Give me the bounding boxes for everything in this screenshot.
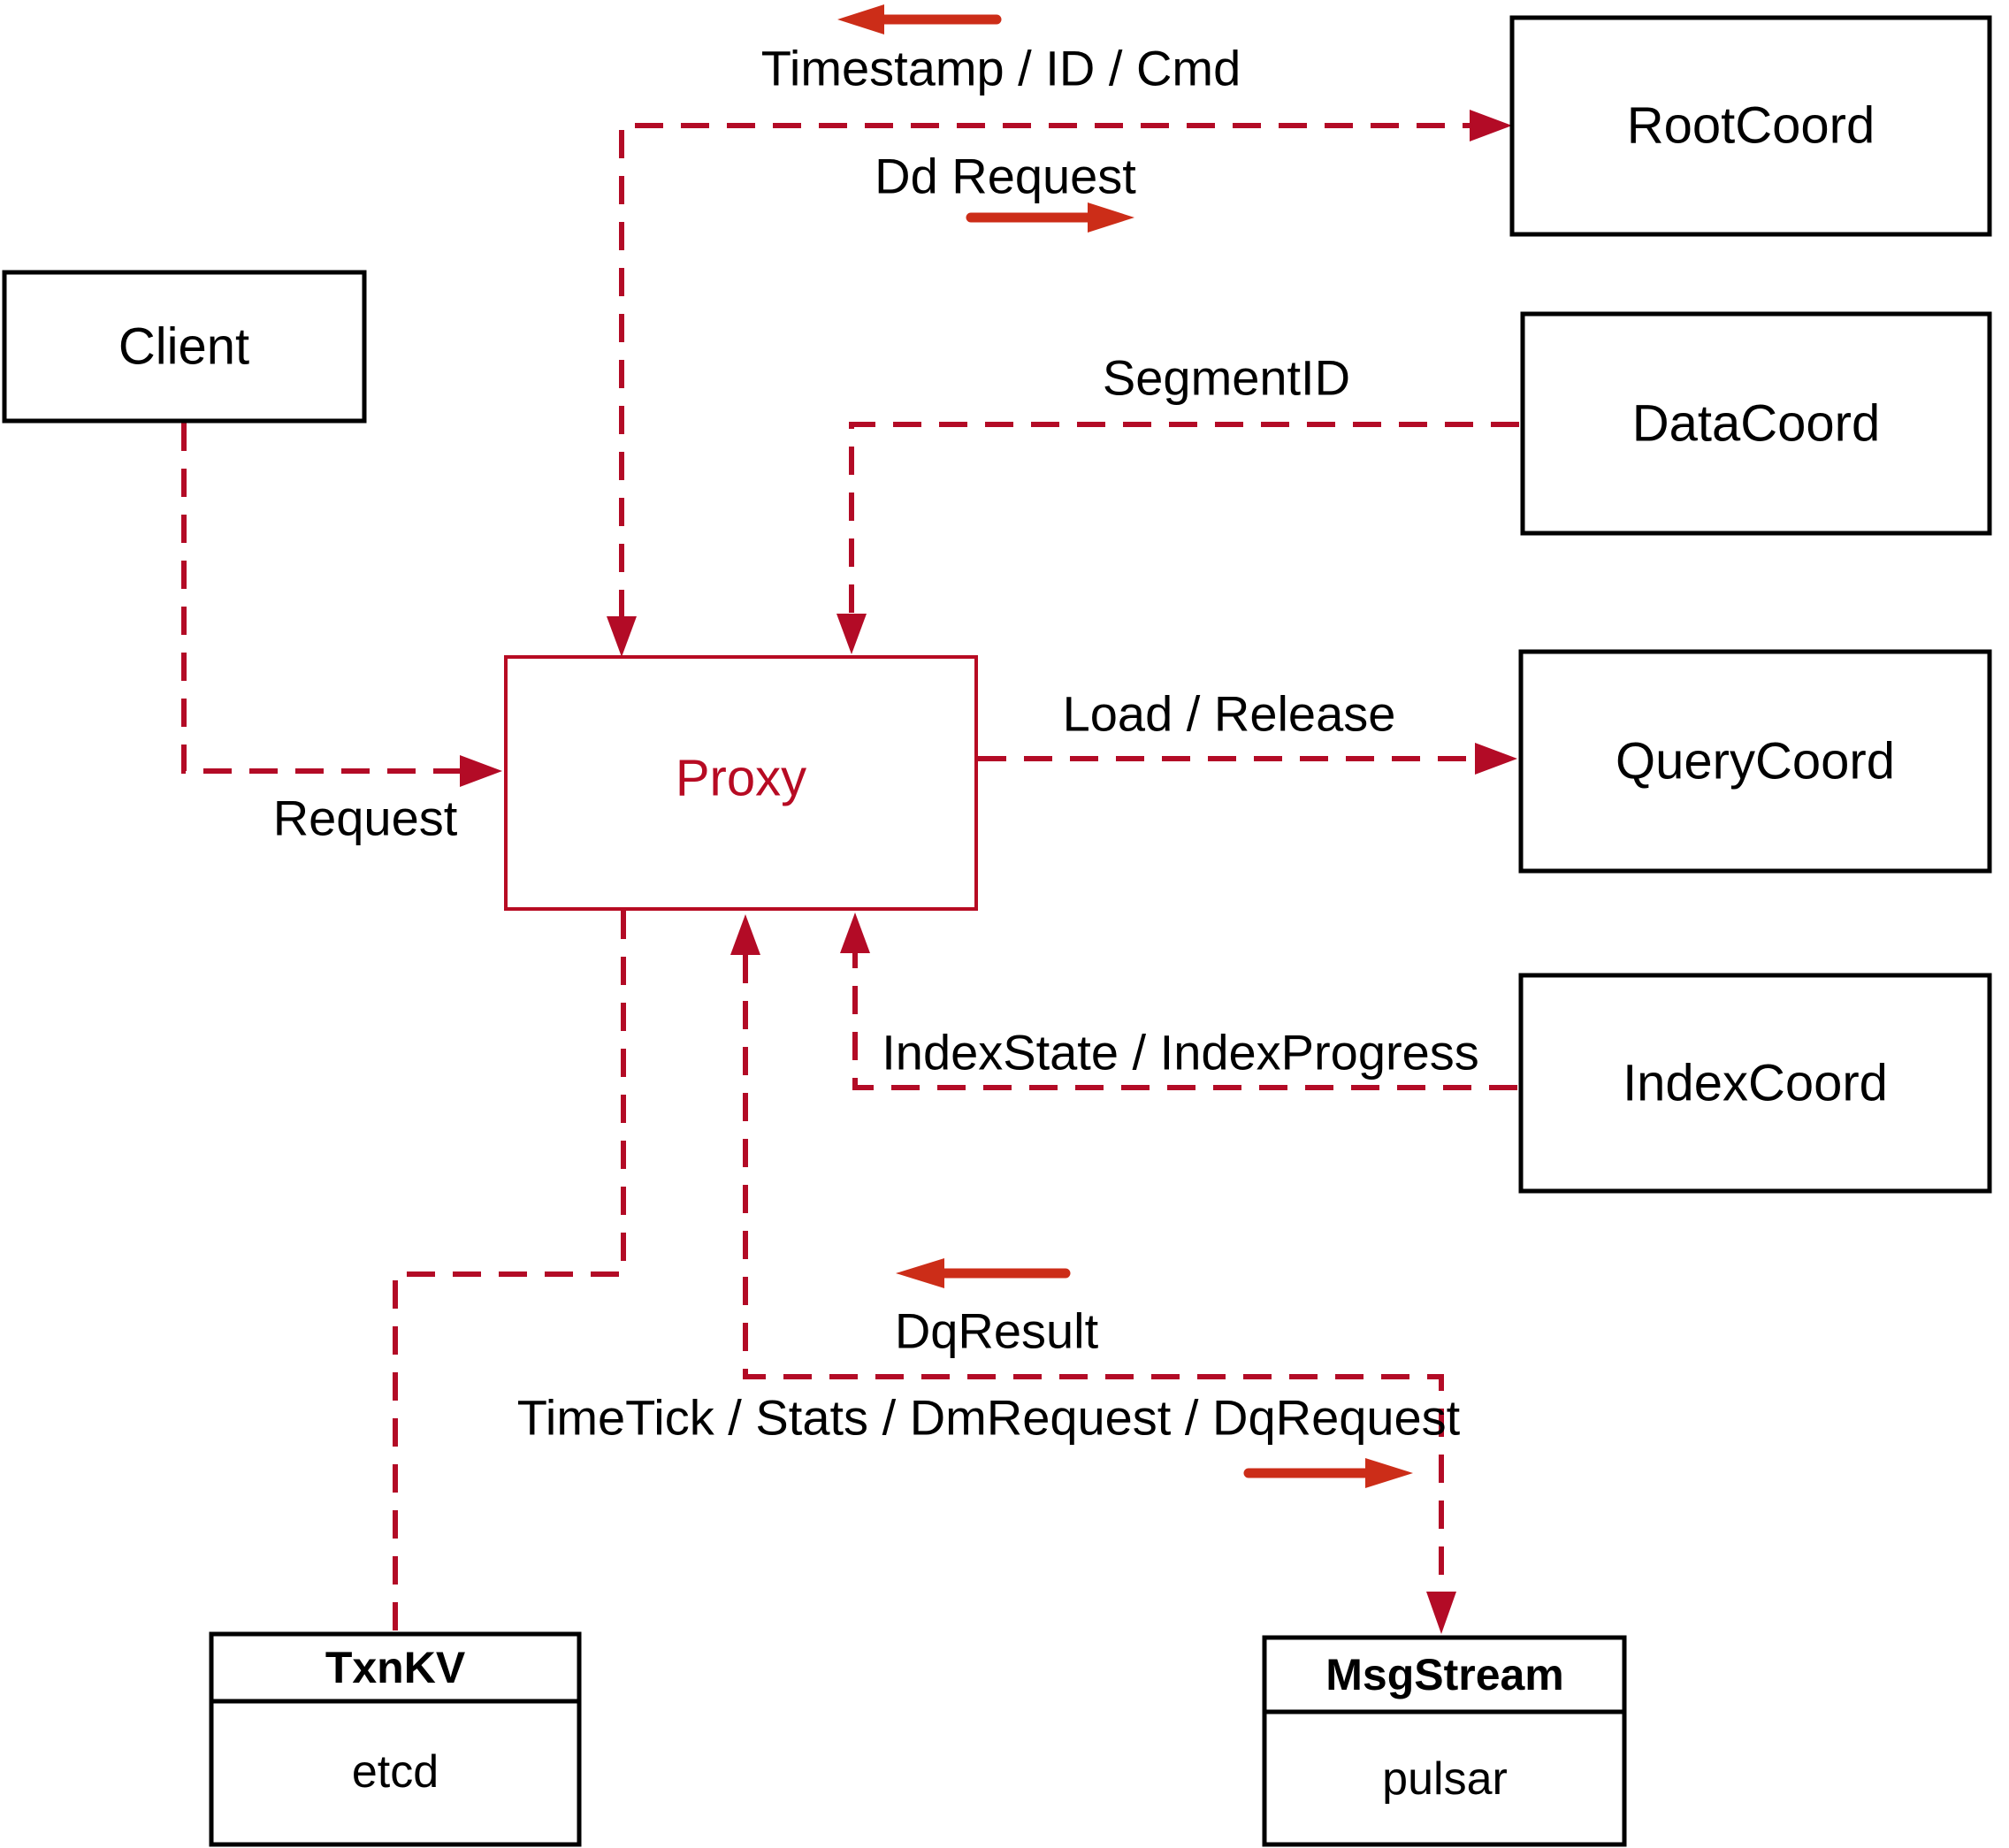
- arrowhead-into-querycoord: [1475, 743, 1517, 775]
- connector-proxy-rootcoord: [607, 110, 1512, 657]
- arrowhead-into-proxy-bottom-right: [840, 913, 870, 953]
- node-rootcoord: RootCoord: [1509, 15, 1992, 237]
- arrowhead-into-proxy-bottom-left: [730, 914, 760, 955]
- datacoord-label: DataCoord: [1632, 395, 1880, 453]
- arrowhead-into-proxy-left: [460, 755, 502, 787]
- direction-arrow-left-timestamp: [837, 4, 1002, 34]
- msgstream-impl: pulsar: [1382, 1753, 1508, 1805]
- edge-label-dd-request: Dd Request: [875, 149, 1136, 204]
- node-querycoord: QueryCoord: [1518, 649, 1992, 874]
- direction-arrow-right-dd-request: [966, 202, 1134, 233]
- connector-datacoord-proxy: [836, 422, 1519, 654]
- arrowhead-into-rootcoord: [1470, 110, 1512, 141]
- txnkv-title: TxnKV: [325, 1643, 466, 1692]
- indexcoord-label: IndexCoord: [1623, 1055, 1888, 1112]
- edge-label-segmentid: SegmentID: [1103, 350, 1350, 406]
- proxy-label: Proxy: [676, 750, 806, 807]
- node-datacoord: DataCoord: [1520, 311, 1992, 536]
- arrowhead-into-msgstream: [1426, 1592, 1456, 1634]
- edge-label-dqresult: DqResult: [895, 1303, 1099, 1359]
- connector-proxy-txnkv: [393, 911, 626, 1634]
- node-proxy: Proxy: [504, 655, 978, 911]
- node-indexcoord: IndexCoord: [1518, 973, 1992, 1194]
- edge-label-timetick-stats: TimeTick / Stats / DmRequest / DqRequest: [517, 1390, 1461, 1446]
- node-txnkv: TxnKV etcd: [209, 1631, 582, 1847]
- edge-label-indexstate-indexprogress: IndexState / IndexProgress: [882, 1025, 1479, 1081]
- direction-arrow-left-dqresult: [896, 1258, 1071, 1288]
- connector-client-proxy: [181, 423, 502, 787]
- direction-arrow-right-dqrequest: [1243, 1458, 1413, 1488]
- txnkv-impl: etcd: [352, 1746, 439, 1798]
- arrowhead-into-proxy-top-left: [607, 616, 637, 657]
- client-label: Client: [118, 318, 249, 376]
- node-client: Client: [2, 270, 367, 424]
- querycoord-label: QueryCoord: [1616, 733, 1895, 790]
- rootcoord-label: RootCoord: [1627, 97, 1875, 155]
- msgstream-title: MsgStream: [1325, 1650, 1564, 1699]
- connector-indexcoord-proxy: [840, 913, 1517, 1090]
- node-msgstream: MsgStream pulsar: [1262, 1635, 1627, 1847]
- edge-label-request: Request: [273, 790, 458, 846]
- edge-label-timestamp-id-cmd: Timestamp / ID / Cmd: [761, 41, 1241, 96]
- edge-label-load-release: Load / Release: [1063, 686, 1396, 742]
- connector-proxy-msgstream: [730, 914, 1456, 1634]
- arrowhead-into-proxy-top-right: [836, 614, 867, 654]
- connector-proxy-querycoord: [978, 743, 1517, 775]
